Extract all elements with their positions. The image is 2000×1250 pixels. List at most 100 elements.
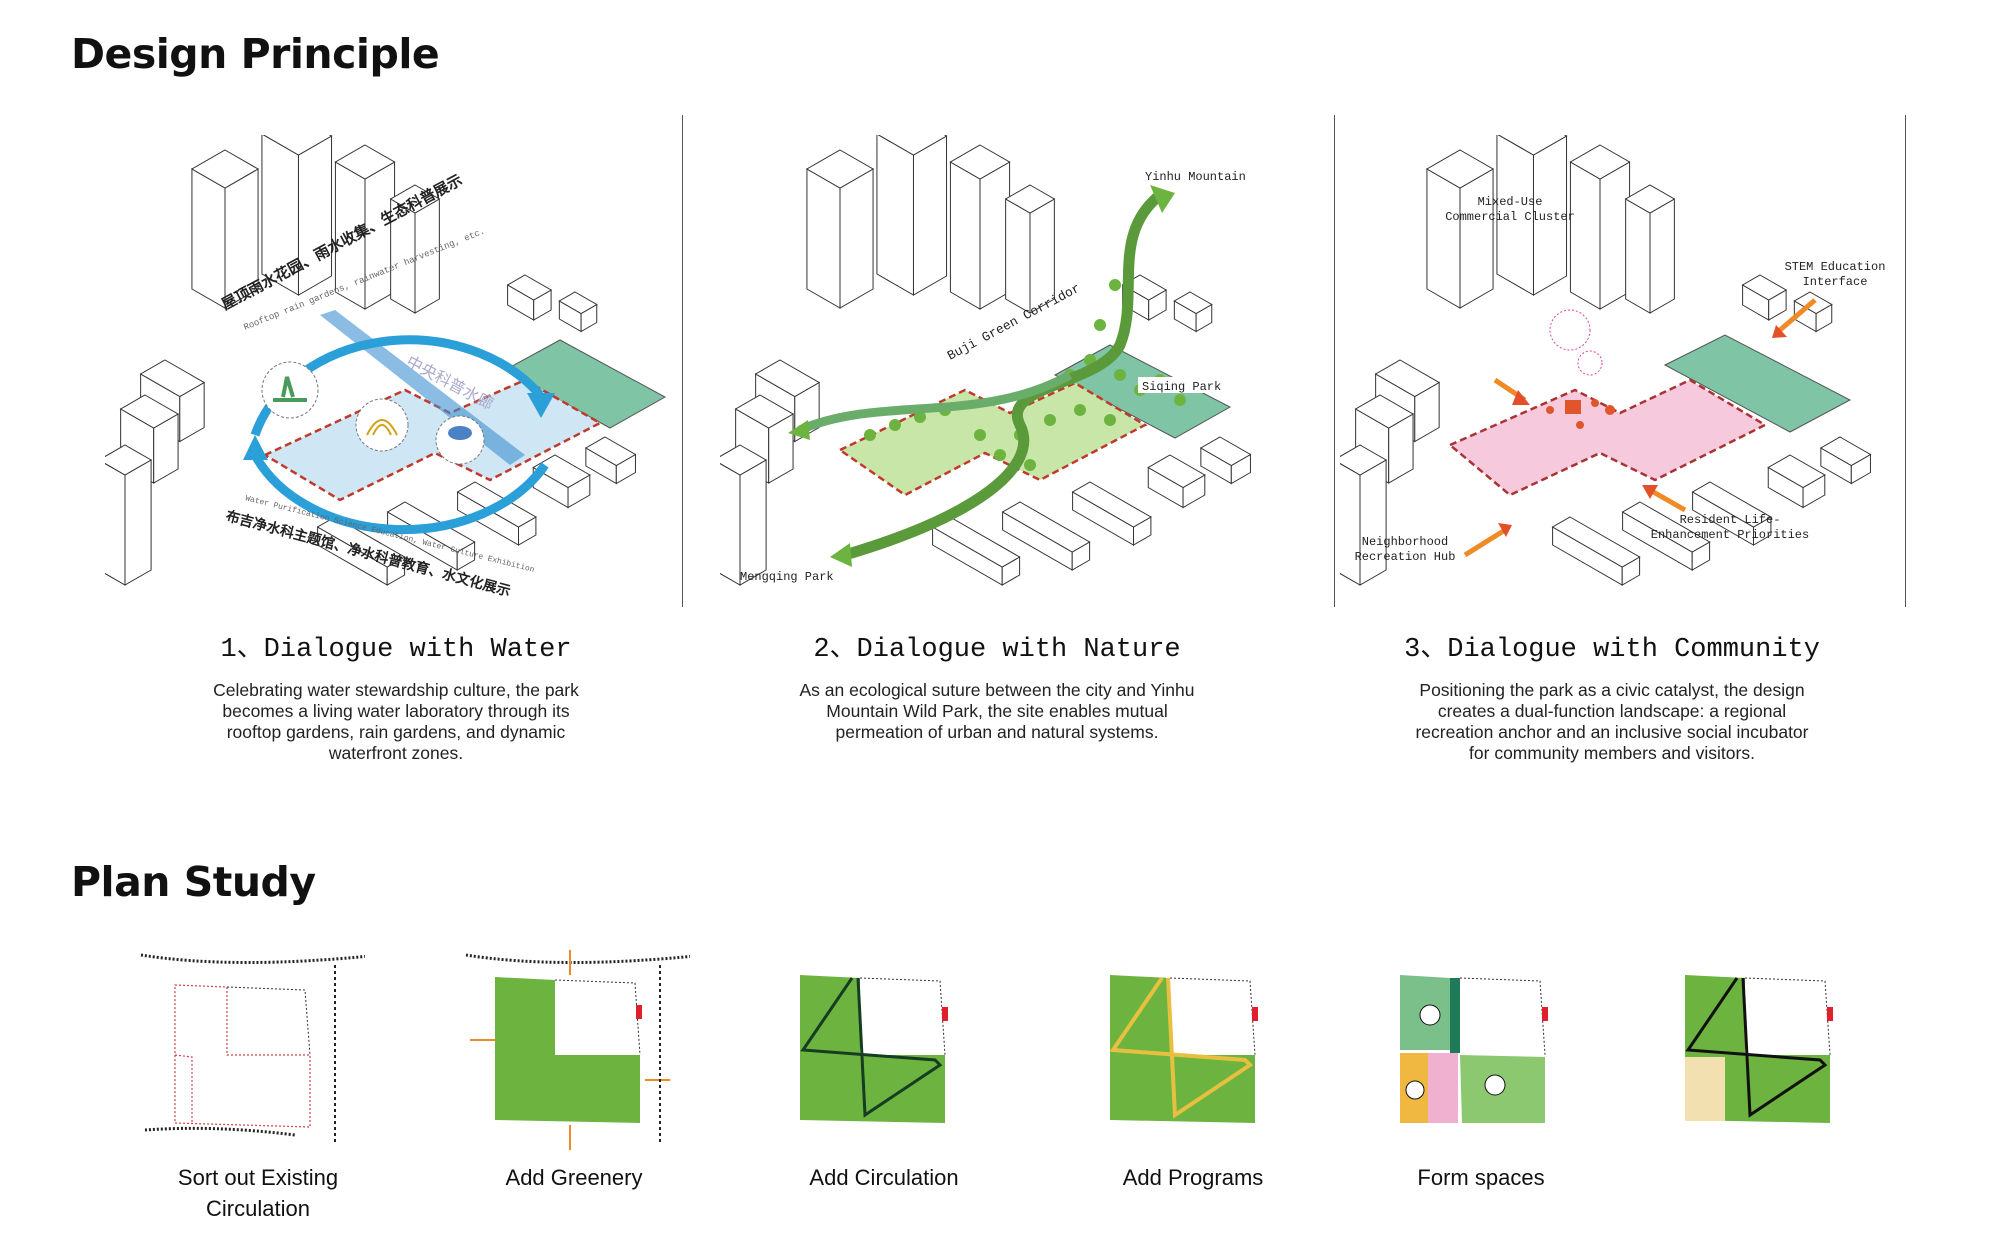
building xyxy=(720,462,741,586)
building xyxy=(1569,161,1601,310)
label-mengqing-park: Mengqing Park xyxy=(740,570,834,584)
building xyxy=(506,274,553,301)
label-hub-1: Neighborhood xyxy=(1362,535,1448,549)
building xyxy=(1767,454,1826,489)
building xyxy=(191,168,226,309)
plan-final-layout xyxy=(1685,975,1833,1123)
building xyxy=(876,135,914,296)
building xyxy=(389,184,441,214)
tree-icon xyxy=(1114,369,1126,381)
tree-icon xyxy=(1024,459,1036,471)
plan-step-3-label: Add Circulation xyxy=(809,1165,959,1190)
building xyxy=(1173,291,1213,315)
community-dialogue-diagram: Mixed-Use Commercial Cluster STEM Educat… xyxy=(1340,135,1886,586)
arrowhead-icon xyxy=(1498,325,1787,537)
context-buildings xyxy=(1340,135,1872,586)
building xyxy=(1340,462,1361,586)
tree-icon xyxy=(889,419,901,431)
design-principle-heading: Design Principle xyxy=(71,30,440,78)
water-dialogue-diagram: 屋顶雨水花园、雨水收集、生态科普展示 Rooftop rain gardens,… xyxy=(105,135,667,601)
principle-1-title: 1、Dialogue with Water xyxy=(220,635,572,665)
building xyxy=(1004,184,1056,214)
building xyxy=(1005,198,1031,314)
building xyxy=(1459,168,1494,309)
building xyxy=(739,459,767,586)
label-siqing-park: Siqing Park xyxy=(1142,380,1221,394)
greenery-area xyxy=(495,977,640,1123)
label-hub-2: Recreation Hub xyxy=(1355,550,1456,564)
building xyxy=(139,359,206,398)
building xyxy=(124,459,152,586)
building xyxy=(1691,481,1772,528)
plan-add-circulation xyxy=(800,975,948,1123)
plan-add-greenery xyxy=(465,950,690,1150)
building xyxy=(316,516,406,568)
building xyxy=(1569,144,1631,180)
building xyxy=(558,291,598,315)
plan-existing-circulation xyxy=(140,953,365,1145)
arrowhead-icon xyxy=(830,543,852,567)
tree-icon xyxy=(864,429,876,441)
building xyxy=(839,168,874,309)
tree-icon xyxy=(974,429,986,441)
building xyxy=(949,161,981,310)
building xyxy=(1551,516,1641,568)
plan-study-heading: Plan Study xyxy=(71,858,316,906)
label-resident-1: Resident Life- xyxy=(1680,513,1781,527)
label-stem-1: STEM Education xyxy=(1785,260,1886,274)
building xyxy=(1426,168,1461,309)
building xyxy=(1340,444,1388,476)
building xyxy=(720,444,768,476)
building xyxy=(1199,436,1252,467)
building xyxy=(1819,436,1872,467)
existing-site-outline xyxy=(174,984,311,1128)
building xyxy=(877,135,948,156)
building xyxy=(1354,394,1415,429)
context-buildings xyxy=(105,135,637,586)
principle-3-description: Positioning the park as a civic catalyst… xyxy=(1415,680,1809,763)
principle-3-title: 3、Dialogue with Community xyxy=(1404,635,1820,665)
plan-step-5-label: Form spaces xyxy=(1417,1165,1545,1190)
green-park-area xyxy=(1663,334,1852,433)
building xyxy=(734,394,795,429)
building xyxy=(190,149,260,189)
building xyxy=(754,359,821,398)
tree-icon xyxy=(1104,414,1116,426)
building xyxy=(584,436,637,467)
circulation-path xyxy=(800,977,943,1118)
label-mixed-use-2: Commercial Cluster xyxy=(1445,210,1575,224)
panel-divider xyxy=(1905,115,1906,607)
community-site-area xyxy=(1447,378,1768,497)
building xyxy=(912,135,948,296)
tree-icon xyxy=(994,449,1006,461)
arrowhead-icon xyxy=(243,435,268,460)
plan-form-spaces xyxy=(1400,975,1548,1123)
building xyxy=(1359,459,1387,586)
cycle-arrow-bottom xyxy=(251,452,549,535)
label-stem-2: Interface xyxy=(1803,275,1868,289)
program-path xyxy=(1109,976,1254,1119)
principle-2-title: 2、Dialogue with Nature xyxy=(813,635,1181,665)
label-resident-2: Enhancement Priorities xyxy=(1651,528,1809,542)
building xyxy=(262,135,333,156)
context-buildings xyxy=(720,135,1252,586)
building xyxy=(1374,359,1441,398)
building xyxy=(1147,454,1206,489)
tree-icon xyxy=(1174,394,1186,406)
arrowhead-icon xyxy=(1150,185,1175,213)
building xyxy=(1649,198,1675,314)
label-mixed-use-1: Mixed-Use xyxy=(1478,195,1543,209)
tree-icon xyxy=(1074,404,1086,416)
principle-1-description: Celebrating water stewardship culture, t… xyxy=(213,680,579,763)
nature-dialogue-diagram: Yinhu Mountain Buji Green Corridor Siqin… xyxy=(720,135,1252,586)
principle-2-description: As an ecological suture between the city… xyxy=(799,680,1195,742)
building xyxy=(105,462,126,586)
building xyxy=(805,149,875,189)
arrowhead-icon xyxy=(788,420,810,440)
arrowhead-icon xyxy=(527,393,555,418)
building xyxy=(1425,149,1495,189)
tree-icon xyxy=(1109,279,1121,291)
building xyxy=(806,168,841,309)
building xyxy=(334,144,396,180)
label-yinhu-mountain: Yinhu Mountain xyxy=(1145,170,1246,184)
